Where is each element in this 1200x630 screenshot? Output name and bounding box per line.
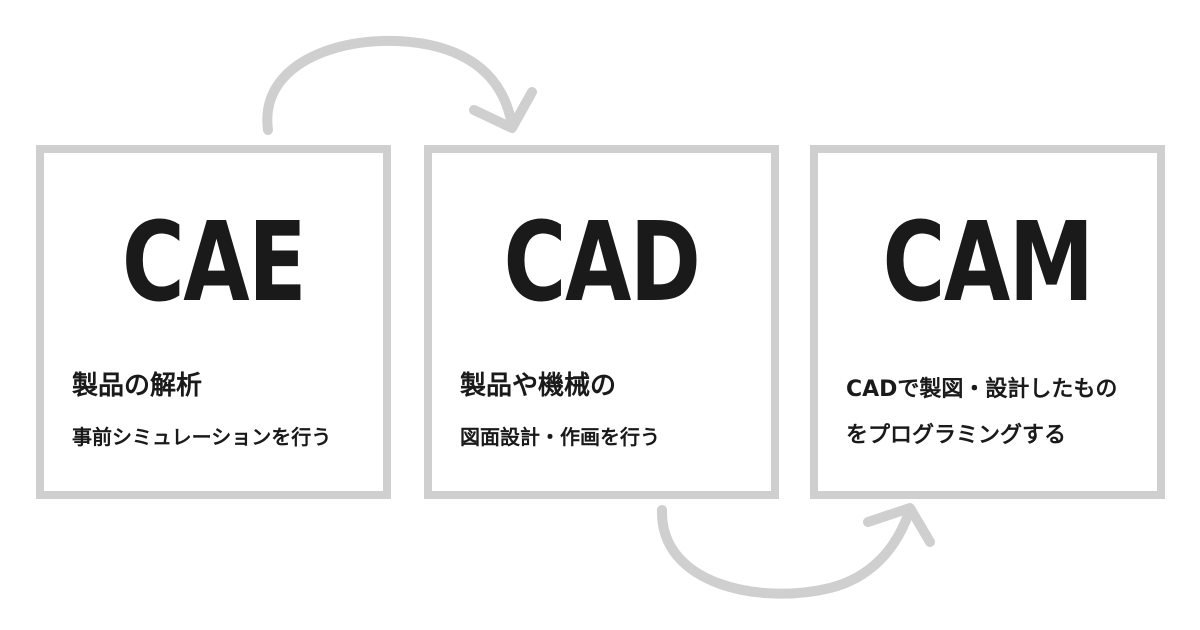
arrow-cae-to-cad-arc xyxy=(262,35,517,135)
step-description-sub: 事前シミュレーションを行う xyxy=(72,425,332,449)
step-description-sub: 図面設計・作画を行う xyxy=(460,425,660,449)
step-title: CAE xyxy=(121,198,307,326)
arrow-cad-to-cam xyxy=(656,503,935,599)
step-description-main: CADで製図・設計したもの xyxy=(846,377,1118,402)
arrow-cae-to-cad-head xyxy=(469,87,537,133)
step-description-main: 製品や機械の xyxy=(460,371,617,401)
step-description-sub: をプログラミングする xyxy=(846,423,1067,448)
step-box-cae: CAE 製品の解析 事前シミュレーションを行う xyxy=(36,145,391,499)
step-box-cam: CAM CADで製図・設計したもの をプログラミングする xyxy=(810,145,1165,499)
step-box-cad: CAD 製品や機械の 図面設計・作画を行う xyxy=(424,145,779,499)
arrow-cae-to-cad xyxy=(262,35,537,135)
arrow-cad-to-cam-head xyxy=(863,503,935,547)
step-title: CAD xyxy=(503,198,701,326)
step-title: CAM xyxy=(882,198,1094,326)
arrow-cad-to-cam-arc xyxy=(656,505,913,599)
step-description-main: 製品の解析 xyxy=(72,371,203,401)
